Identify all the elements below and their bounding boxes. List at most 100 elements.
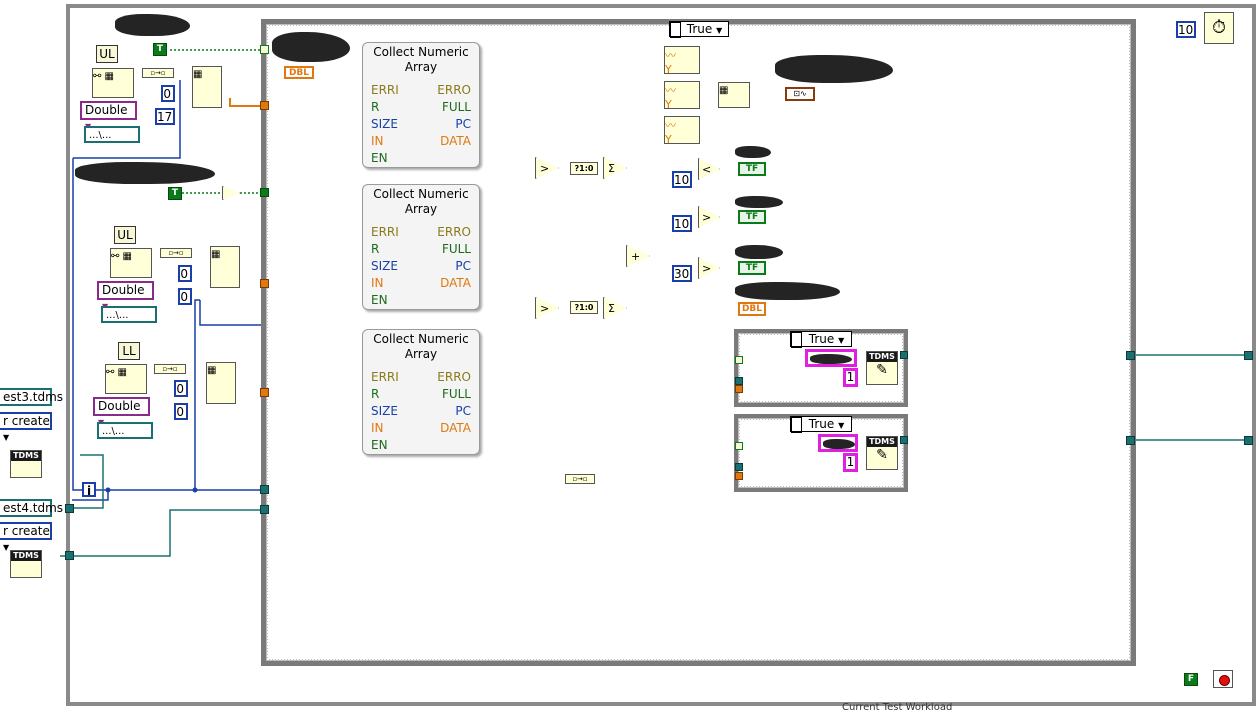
tunnel[interactable] bbox=[735, 356, 743, 364]
case-selector-tunnel[interactable] bbox=[260, 45, 269, 54]
term-data[interactable]: DATA bbox=[440, 134, 471, 148]
cluster-constant[interactable]: ▫→▫ bbox=[160, 248, 192, 258]
term-data[interactable]: DATA bbox=[440, 421, 471, 435]
numeric-constant[interactable]: 10 bbox=[672, 171, 692, 188]
term-in[interactable]: IN bbox=[371, 134, 384, 148]
shift-register[interactable] bbox=[1244, 351, 1253, 360]
numeric-constant[interactable]: 10 bbox=[672, 215, 692, 232]
tdms-write-icon[interactable]: TDMS✎ bbox=[866, 351, 898, 385]
cluster-constant[interactable]: ▫→▫ bbox=[142, 68, 174, 78]
numeric-constant[interactable]: 0 bbox=[178, 288, 192, 305]
stop-condition-icon[interactable] bbox=[1213, 670, 1233, 688]
waveform-builder[interactable]: 〰Y bbox=[664, 81, 700, 111]
term-erro[interactable]: ERRO bbox=[437, 370, 471, 384]
tunnel[interactable] bbox=[260, 101, 269, 110]
shift-register[interactable] bbox=[1244, 436, 1253, 445]
dtype-dropdown[interactable]: Double ▼ bbox=[80, 101, 137, 131]
tunnel[interactable] bbox=[900, 351, 908, 359]
boolean-constant-true[interactable]: T bbox=[168, 187, 182, 200]
term-size[interactable]: SIZE bbox=[371, 259, 398, 273]
numeric-constant[interactable]: 0 bbox=[174, 403, 188, 420]
numeric-constant[interactable]: 30 bbox=[672, 265, 692, 282]
boolean-constant-true[interactable]: T bbox=[153, 43, 167, 56]
term-data[interactable]: DATA bbox=[440, 276, 471, 290]
numeric-constant[interactable]: 0 bbox=[178, 265, 192, 282]
daqmx-task-icon[interactable]: ⚯ ▦ bbox=[110, 248, 152, 278]
path-constant[interactable]: ...\... bbox=[101, 306, 157, 323]
tunnel[interactable] bbox=[735, 463, 743, 471]
tdms-write-icon[interactable]: TDMS✎ bbox=[866, 436, 898, 470]
tunnel[interactable] bbox=[260, 279, 269, 288]
term-en[interactable]: EN bbox=[371, 438, 388, 452]
numeric-constant[interactable]: 17 bbox=[155, 108, 175, 125]
term-r[interactable]: R bbox=[371, 387, 380, 401]
term-full[interactable]: FULL bbox=[441, 387, 471, 401]
file-path-constant[interactable]: est4.tdms bbox=[0, 499, 63, 517]
case-selector[interactable]: True ▼ bbox=[790, 416, 852, 433]
term-size[interactable]: SIZE bbox=[371, 404, 398, 418]
file-operation-dropdown[interactable]: r create ▼ bbox=[0, 522, 52, 552]
term-in[interactable]: IN bbox=[371, 276, 384, 290]
tunnel[interactable] bbox=[1126, 436, 1135, 445]
tunnel[interactable] bbox=[260, 388, 269, 397]
term-en[interactable]: EN bbox=[371, 293, 388, 307]
term-erro[interactable]: ERRO bbox=[437, 83, 471, 97]
build-array-node[interactable]: ▦ bbox=[206, 362, 236, 404]
redacted-string-constant[interactable] bbox=[805, 349, 857, 367]
boolean-constant-false[interactable]: F bbox=[1184, 673, 1198, 686]
while-loop-frame[interactable] bbox=[66, 4, 1256, 706]
term-full[interactable]: FULL bbox=[441, 100, 471, 114]
tunnel[interactable] bbox=[260, 188, 269, 197]
daqmx-task-icon[interactable]: ⚯ ▦ bbox=[92, 68, 134, 98]
term-size[interactable]: SIZE bbox=[371, 117, 398, 131]
dtype-dropdown[interactable]: Double ▼ bbox=[97, 281, 154, 311]
redacted-string-constant[interactable] bbox=[818, 434, 858, 452]
tunnel[interactable] bbox=[735, 377, 743, 385]
path-constant[interactable]: ...\... bbox=[97, 422, 153, 439]
case-selector[interactable]: True ▼ bbox=[669, 21, 729, 38]
numeric-constant[interactable]: 0 bbox=[161, 85, 175, 102]
boolean-to-number-node[interactable]: ?1:0 bbox=[570, 301, 598, 314]
term-r[interactable]: R bbox=[371, 242, 380, 256]
metronome-icon[interactable]: ⏱ bbox=[1204, 12, 1234, 44]
term-full[interactable]: FULL bbox=[441, 242, 471, 256]
build-array-node[interactable]: ▦ bbox=[210, 246, 240, 288]
daqmx-task-icon[interactable]: ⚯ ▦ bbox=[105, 364, 147, 394]
tunnel[interactable] bbox=[735, 442, 743, 450]
term-pc[interactable]: PC bbox=[455, 259, 471, 273]
file-operation-dropdown[interactable]: r create ▼ bbox=[0, 412, 52, 442]
index-constant[interactable]: 1 bbox=[843, 368, 858, 387]
numeric-constant[interactable]: 0 bbox=[174, 380, 188, 397]
index-constant[interactable]: 1 bbox=[843, 453, 858, 472]
case-selector[interactable]: True ▼ bbox=[790, 331, 852, 348]
term-erri[interactable]: ERRI bbox=[371, 225, 399, 239]
waveform-builder[interactable]: 〰Y bbox=[664, 46, 700, 76]
cluster-constant[interactable]: ▫→▫ bbox=[565, 474, 595, 484]
path-constant[interactable]: ...\... bbox=[84, 126, 140, 143]
tdms-open-icon[interactable]: TDMS bbox=[10, 450, 42, 478]
waveform-chart-terminal[interactable]: ⊡∿ bbox=[785, 87, 815, 101]
term-pc[interactable]: PC bbox=[455, 404, 471, 418]
collect-numeric-array-1[interactable]: Collect Numeric Array ERRI R SIZE IN EN … bbox=[362, 42, 480, 168]
build-waveform-array[interactable]: ▦ bbox=[718, 82, 750, 108]
waveform-builder[interactable]: 〰Y bbox=[664, 116, 700, 146]
file-path-constant[interactable]: est3.tdms bbox=[0, 388, 63, 406]
tunnel[interactable] bbox=[735, 385, 743, 393]
term-pc[interactable]: PC bbox=[455, 117, 471, 131]
term-erri[interactable]: ERRI bbox=[371, 370, 399, 384]
cluster-constant[interactable]: ▫→▫ bbox=[154, 364, 186, 374]
term-erro[interactable]: ERRO bbox=[437, 225, 471, 239]
tunnel[interactable] bbox=[260, 505, 269, 514]
dtype-dropdown[interactable]: Double ▼ bbox=[93, 397, 150, 427]
collect-numeric-array-3[interactable]: Collect Numeric Array ERRI R SIZE IN EN … bbox=[362, 329, 480, 455]
tunnel[interactable] bbox=[260, 485, 269, 494]
wait-time-constant[interactable]: 10 bbox=[1176, 21, 1196, 38]
collect-numeric-array-2[interactable]: Collect Numeric Array ERRI R SIZE IN EN … bbox=[362, 184, 480, 310]
term-r[interactable]: R bbox=[371, 100, 380, 114]
build-array-node[interactable]: ▦ bbox=[192, 66, 222, 108]
tunnel[interactable] bbox=[900, 436, 908, 444]
tdms-open-icon[interactable]: TDMS bbox=[10, 550, 42, 578]
term-erri[interactable]: ERRI bbox=[371, 83, 399, 97]
shift-register[interactable] bbox=[65, 551, 74, 560]
boolean-to-number-node[interactable]: ?1:0 bbox=[570, 162, 598, 175]
